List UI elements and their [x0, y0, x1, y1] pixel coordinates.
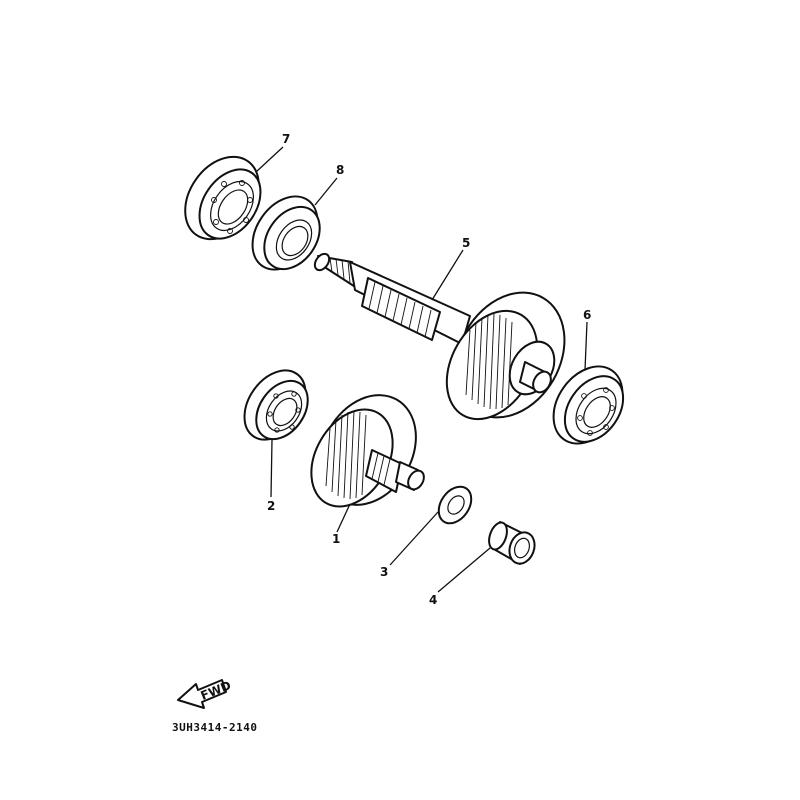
callout-6: 6 — [583, 308, 591, 322]
forward-arrow-icon: FWD — [177, 678, 233, 709]
callout-3: 3 — [380, 565, 388, 579]
oil-seal-8 — [251, 195, 321, 271]
callout-7: 7 — [282, 132, 290, 146]
bearing-7 — [184, 155, 262, 241]
callout-4: 4 — [429, 593, 437, 607]
callout-5: 5 — [462, 236, 470, 250]
drive-gear-1 — [310, 394, 425, 508]
washer-3 — [437, 485, 473, 525]
main-axle-5 — [313, 252, 566, 421]
bearing-2 — [243, 369, 309, 441]
bearing-6 — [552, 365, 625, 445]
drawing-number: 3UH3414-2140 — [172, 721, 258, 734]
needle-bearing-4 — [488, 521, 536, 565]
callout-2: 2 — [267, 499, 275, 513]
leader-lines — [255, 146, 588, 593]
callout-8: 8 — [336, 163, 344, 177]
callout-1: 1 — [332, 532, 340, 546]
callout-labels: 7 8 5 6 2 1 3 4 — [267, 132, 591, 607]
